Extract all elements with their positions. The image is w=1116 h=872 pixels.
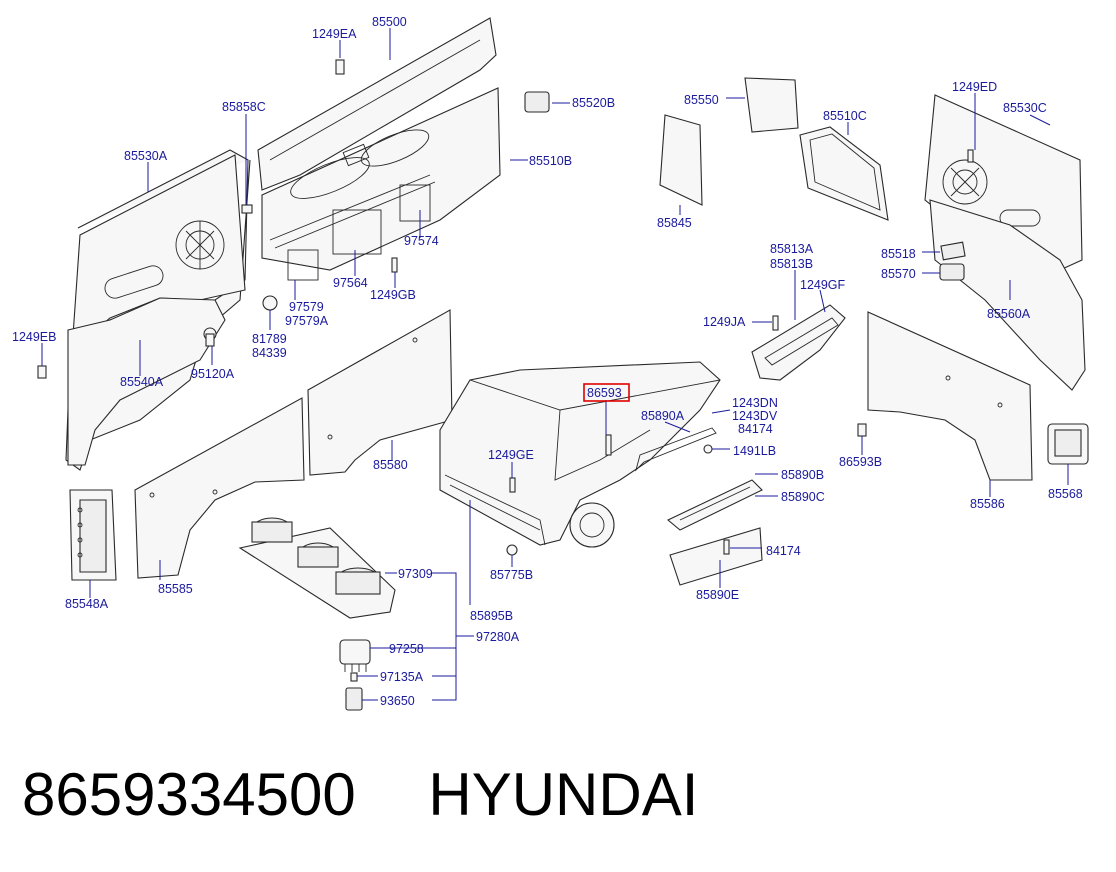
part-van-body bbox=[439, 361, 721, 548]
label-85813B[interactable]: 85813B bbox=[770, 257, 813, 271]
label-1491LB[interactable]: 1491LB bbox=[733, 444, 776, 458]
label-93650[interactable]: 93650 bbox=[380, 694, 415, 708]
part-85845-panel bbox=[659, 114, 703, 206]
part-85890E-step bbox=[669, 527, 763, 586]
part-85585-panel bbox=[134, 397, 305, 579]
label-1243DN[interactable]: 1243DN bbox=[732, 396, 778, 410]
label-85540A[interactable]: 85540A bbox=[120, 375, 164, 389]
part-97280A-heater-assembly bbox=[238, 517, 396, 619]
label-97280A[interactable]: 97280A bbox=[476, 630, 520, 644]
part-85586-panel bbox=[867, 311, 1033, 481]
part-97258-knob bbox=[339, 639, 371, 672]
label-85530A[interactable]: 85530A bbox=[124, 149, 168, 163]
part-97135A bbox=[350, 672, 358, 682]
label-85890E[interactable]: 85890E bbox=[696, 588, 739, 602]
label-85548A[interactable]: 85548A bbox=[65, 597, 109, 611]
part-85890A-strip bbox=[635, 427, 717, 472]
label-1249ED[interactable]: 1249ED bbox=[952, 80, 997, 94]
label-85890B[interactable]: 85890B bbox=[781, 468, 824, 482]
part-93650 bbox=[345, 687, 363, 711]
label-1249GB[interactable]: 1249GB bbox=[370, 288, 416, 302]
label-85518[interactable]: 85518 bbox=[881, 247, 916, 261]
label-97574[interactable]: 97574 bbox=[404, 234, 439, 248]
label-85858C[interactable]: 85858C bbox=[222, 100, 266, 114]
label-86593[interactable]: 86593 bbox=[587, 386, 622, 400]
part-85568-bracket bbox=[1047, 423, 1089, 465]
label-85520B[interactable]: 85520B bbox=[572, 96, 615, 110]
label-81789[interactable]: 81789 bbox=[252, 332, 287, 346]
label-85895B[interactable]: 85895B bbox=[470, 609, 513, 623]
label-86593B[interactable]: 86593B bbox=[839, 455, 882, 469]
label-85890C[interactable]: 85890C bbox=[781, 490, 825, 504]
label-84174-b[interactable]: 84174 bbox=[766, 544, 801, 558]
label-85585[interactable]: 85585 bbox=[158, 582, 193, 596]
part-85550-panel bbox=[744, 77, 799, 133]
brand-text: HYUNDAI bbox=[428, 761, 699, 828]
part-85548A-bracket bbox=[69, 489, 117, 581]
label-97564[interactable]: 97564 bbox=[333, 276, 368, 290]
label-85845[interactable]: 85845 bbox=[657, 216, 692, 230]
label-85530C[interactable]: 85530C bbox=[1003, 101, 1047, 115]
label-85570[interactable]: 85570 bbox=[881, 267, 916, 281]
label-97309[interactable]: 97309 bbox=[398, 567, 433, 581]
part-85540A-panel bbox=[67, 297, 226, 466]
label-95120A[interactable]: 95120A bbox=[191, 367, 235, 381]
footer: 8659334500 HYUNDAI bbox=[22, 760, 698, 840]
label-85568[interactable]: 85568 bbox=[1048, 487, 1083, 501]
label-85510B[interactable]: 85510B bbox=[529, 154, 572, 168]
label-85550[interactable]: 85550 bbox=[684, 93, 719, 107]
clips-right bbox=[506, 149, 974, 556]
label-97135A[interactable]: 97135A bbox=[380, 670, 424, 684]
leader-lines bbox=[41, 28, 1069, 701]
label-85560A[interactable]: 85560A bbox=[987, 307, 1031, 321]
label-85775B[interactable]: 85775B bbox=[490, 568, 533, 582]
part-85813A-tray bbox=[751, 304, 846, 381]
label-97579[interactable]: 97579 bbox=[289, 300, 324, 314]
label-1249EA[interactable]: 1249EA bbox=[312, 27, 357, 41]
label-85813A[interactable]: 85813A bbox=[770, 242, 814, 256]
label-1249JA[interactable]: 1249JA bbox=[703, 315, 746, 329]
clips-left bbox=[37, 59, 550, 379]
highlight-box-86593 bbox=[583, 383, 630, 402]
label-97258[interactable]: 97258 bbox=[389, 642, 424, 656]
part-85510B-side-panel bbox=[261, 87, 501, 281]
part-labels: 1249EA 85500 85858C 85520B 85530A 85510B… bbox=[12, 15, 1083, 708]
label-85586[interactable]: 85586 bbox=[970, 497, 1005, 511]
label-84339[interactable]: 84339 bbox=[252, 346, 287, 360]
part-85890C-step bbox=[666, 479, 763, 531]
label-1249GE[interactable]: 1249GE bbox=[488, 448, 534, 462]
label-1249EB[interactable]: 1249EB bbox=[12, 330, 56, 344]
label-85500[interactable]: 85500 bbox=[372, 15, 407, 29]
label-85890A[interactable]: 85890A bbox=[641, 409, 685, 423]
part-85500-upper-trim bbox=[257, 17, 497, 191]
label-85510C[interactable]: 85510C bbox=[823, 109, 867, 123]
part-85580-panel bbox=[307, 309, 453, 476]
part-number-text: 8659334500 bbox=[22, 761, 356, 828]
parts-diagram: 1249EA 85500 85858C 85520B 85530A 85510B… bbox=[12, 15, 1089, 711]
label-97579A[interactable]: 97579A bbox=[285, 314, 329, 328]
label-85580[interactable]: 85580 bbox=[373, 458, 408, 472]
label-1249GF[interactable]: 1249GF bbox=[800, 278, 846, 292]
part-85510C-glass bbox=[799, 126, 889, 221]
label-1243DV[interactable]: 1243DV bbox=[732, 409, 778, 423]
label-84174-a[interactable]: 84174 bbox=[738, 422, 773, 436]
